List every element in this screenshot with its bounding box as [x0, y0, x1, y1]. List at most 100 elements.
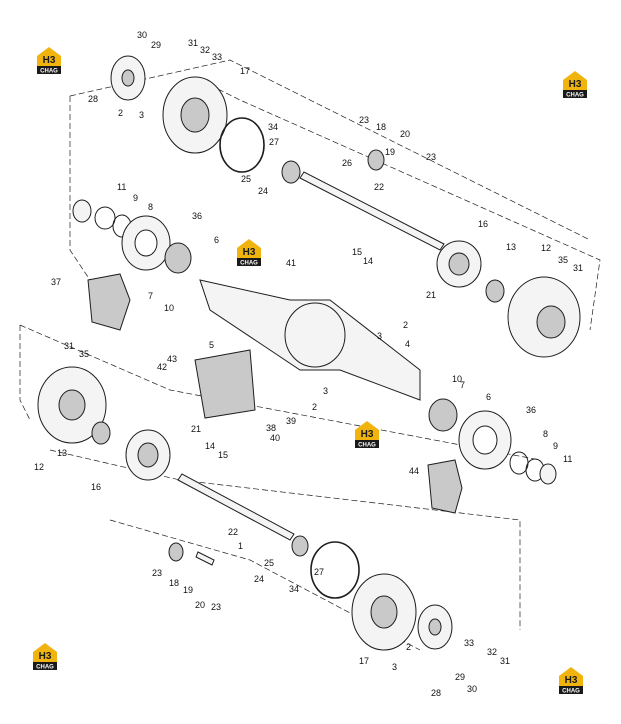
part-callout-3: 3 [377, 331, 382, 341]
part-callout-31: 31 [500, 656, 510, 666]
part-callout-30: 30 [467, 684, 477, 694]
part-callout-30: 30 [137, 30, 147, 40]
part-callout-44: 44 [409, 466, 419, 476]
logo-word: CHAG [240, 261, 258, 267]
part-callout-3: 3 [323, 386, 328, 396]
part-callout-21: 21 [191, 424, 201, 434]
part-callout-22: 22 [228, 527, 238, 537]
part-callout-6: 6 [214, 235, 219, 245]
part-callout-21: 21 [426, 290, 436, 300]
part-callout-17: 17 [240, 66, 250, 76]
part-callout-16: 16 [91, 482, 101, 492]
part-callout-31: 31 [64, 341, 74, 351]
brand-logo-bottom-left: H3 CHAG [30, 640, 60, 672]
logo-word: CHAG [36, 665, 54, 671]
brand-logo-center-bottom: H3 CHAG [352, 418, 382, 450]
part-callout-33: 33 [464, 638, 474, 648]
logo-mark: H3 [565, 675, 578, 686]
part-callout-13: 13 [57, 448, 67, 458]
part-callout-33: 33 [212, 52, 222, 62]
logo-mark: H3 [243, 247, 256, 258]
part-callout-22: 22 [374, 182, 384, 192]
part-callout-36: 36 [526, 405, 536, 415]
part-callout-41: 41 [286, 258, 296, 268]
part-callout-42: 42 [157, 362, 167, 372]
logo-mark: H3 [43, 55, 56, 66]
part-callout-32: 32 [200, 45, 210, 55]
part-callout-25: 25 [264, 558, 274, 568]
part-callout-40: 40 [270, 433, 280, 443]
part-callout-35: 35 [558, 255, 568, 265]
part-callout-23: 23 [152, 568, 162, 578]
part-callout-3: 3 [139, 110, 144, 120]
part-callout-23: 23 [359, 115, 369, 125]
logo-mark: H3 [569, 79, 582, 90]
part-callout-27: 27 [314, 567, 324, 577]
part-callout-11: 11 [563, 454, 572, 464]
part-callout-8: 8 [543, 429, 548, 439]
part-callout-2: 2 [406, 642, 411, 652]
part-callout-24: 24 [254, 574, 264, 584]
part-callout-2: 2 [312, 402, 317, 412]
logo-mark: H3 [361, 429, 374, 440]
part-callout-34: 34 [268, 122, 278, 132]
brand-logo-center-top: H3 CHAG [234, 236, 264, 268]
part-callout-29: 29 [455, 672, 465, 682]
part-callout-6: 6 [486, 392, 491, 402]
brand-logo-bottom-right: H3 CHAG [556, 664, 586, 696]
part-callout-20: 20 [400, 129, 410, 139]
part-callout-14: 14 [205, 441, 215, 451]
part-callout-23: 23 [211, 602, 221, 612]
part-callout-27: 27 [269, 137, 279, 147]
part-callout-35: 35 [79, 349, 89, 359]
part-callout-14: 14 [363, 256, 373, 266]
part-callout-37: 37 [51, 277, 61, 287]
part-callout-18: 18 [169, 578, 179, 588]
part-callout-19: 19 [385, 147, 395, 157]
part-callout-7: 7 [460, 380, 465, 390]
logo-mark: H3 [39, 651, 52, 662]
part-callout-12: 12 [34, 462, 44, 472]
part-callout-25: 25 [241, 174, 251, 184]
brand-logo-top-right: H3 CHAG [560, 68, 590, 100]
part-callout-5: 5 [209, 340, 214, 350]
part-callout-3: 3 [392, 662, 397, 672]
part-callout-38: 38 [266, 423, 276, 433]
part-callout-28: 28 [431, 688, 441, 698]
part-callout-28: 28 [88, 94, 98, 104]
part-callout-29: 29 [151, 40, 161, 50]
part-callout-15: 15 [218, 450, 228, 460]
part-callout-7: 7 [148, 291, 153, 301]
part-callout-31: 31 [573, 263, 583, 273]
logo-word: CHAG [562, 689, 580, 695]
part-callout-43: 43 [167, 354, 177, 364]
part-callout-10: 10 [452, 374, 462, 384]
part-callout-12: 12 [541, 243, 551, 253]
part-callout-8: 8 [148, 202, 153, 212]
part-callout-1: 1 [238, 541, 243, 551]
part-callout-23: 23 [426, 152, 436, 162]
part-callout-15: 15 [352, 247, 362, 257]
part-callout-18: 18 [376, 122, 386, 132]
part-callout-9: 9 [553, 441, 558, 451]
part-callout-34: 34 [289, 584, 299, 594]
part-callout-9: 9 [133, 193, 138, 203]
part-callout-16: 16 [478, 219, 488, 229]
logo-word: CHAG [566, 93, 584, 99]
part-callout-17: 17 [359, 656, 369, 666]
part-callout-31: 31 [188, 38, 198, 48]
part-callout-26: 26 [342, 158, 352, 168]
part-callout-36: 36 [192, 211, 202, 221]
part-callout-13: 13 [506, 242, 516, 252]
part-callout-2: 2 [118, 108, 123, 118]
part-callout-19: 19 [183, 585, 193, 595]
part-callout-39: 39 [286, 416, 296, 426]
part-callout-20: 20 [195, 600, 205, 610]
logo-word: CHAG [358, 443, 376, 449]
part-callout-32: 32 [487, 647, 497, 657]
part-callout-2: 2 [403, 320, 408, 330]
part-callout-10: 10 [164, 303, 174, 313]
part-callout-4: 4 [405, 339, 410, 349]
